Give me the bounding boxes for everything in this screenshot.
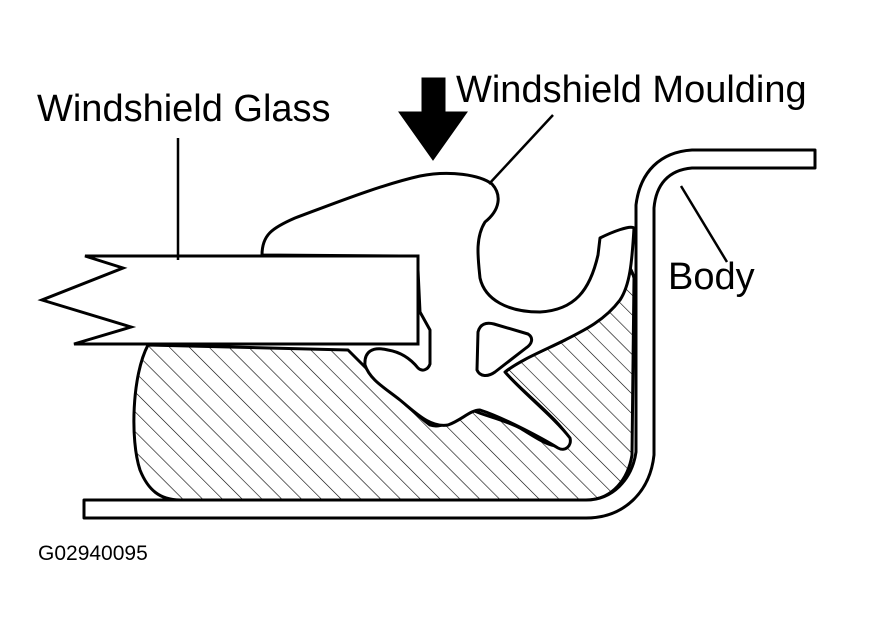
push-direction-arrow-icon: [398, 77, 468, 161]
body-panel: [82, 148, 817, 520]
moulding-inner-void: [475, 321, 534, 377]
label-body: Body: [668, 256, 755, 298]
leader-line-body: [679, 185, 729, 263]
label-windshield-glass: Windshield Glass: [37, 88, 331, 130]
windshield-moulding: [260, 171, 636, 451]
label-windshield-moulding: Windshield Moulding: [456, 69, 807, 111]
figure-code: G02940095: [38, 542, 148, 565]
leader-line-moulding: [488, 114, 554, 185]
windshield-glass: [37, 254, 420, 346]
